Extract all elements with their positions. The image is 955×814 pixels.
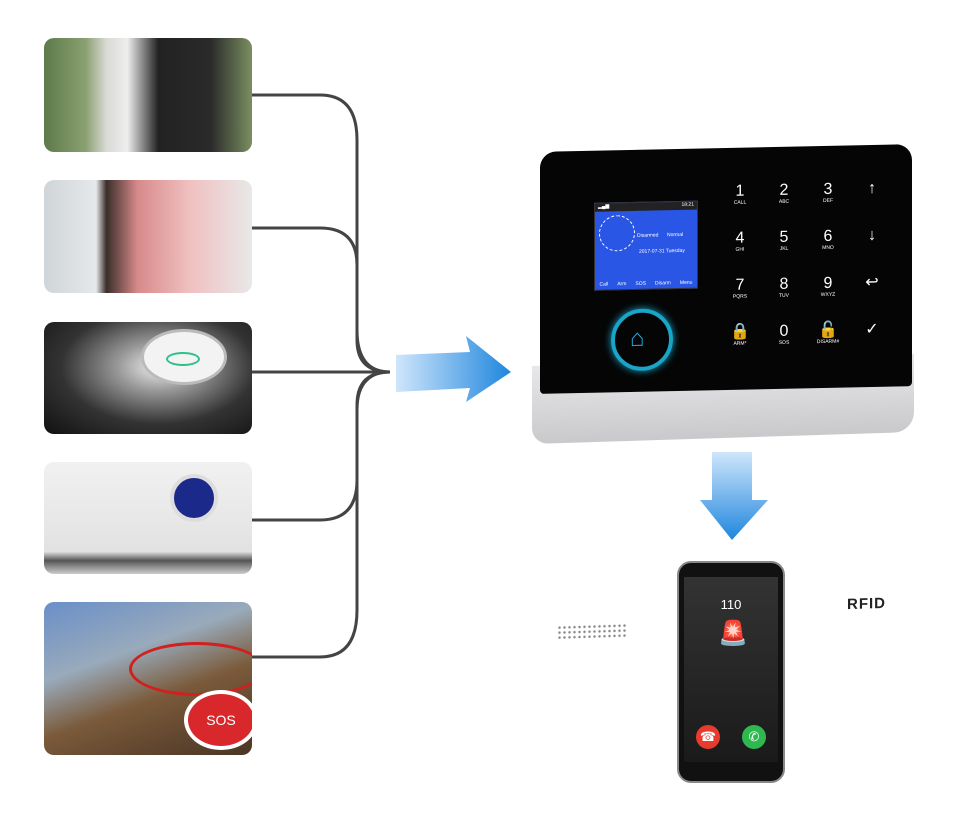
keypad-key[interactable]: ✓ [852, 320, 892, 339]
keypad-key[interactable]: ↑ [852, 179, 892, 198]
smartphone: 110 🚨 ☎ ✆ [677, 561, 785, 783]
key-sub: ABC [778, 198, 790, 205]
connector-line [252, 226, 391, 374]
key-main: 6 [823, 227, 833, 245]
key-sub: DEF [823, 197, 833, 204]
key-main: 3 [823, 180, 833, 198]
key-sub: MNO [822, 244, 834, 251]
photo-sos-fall: SOS [44, 602, 252, 755]
keypad-key[interactable]: 🔒ARM* [720, 323, 760, 347]
key-main: 0 [779, 322, 789, 340]
rfid-logo: RFID [847, 594, 886, 614]
arrow-down-icon [700, 452, 768, 540]
key-main: 4 [735, 229, 745, 247]
connector-line [252, 370, 391, 659]
key-sub: SOS [778, 339, 790, 346]
panel-face: ▂▄▆ 18:21 Disarmed Normal 2017-07-31 Tues… [540, 144, 912, 394]
key-main: 7 [735, 276, 745, 294]
key-main: 1 [735, 182, 745, 200]
photo-smoke-detector [44, 322, 252, 434]
decline-call-button[interactable]: ☎ [696, 725, 720, 749]
key-sub: ARM* [733, 340, 747, 347]
signal-icon: ▂▄▆ [598, 203, 610, 210]
caller-number: 110 [720, 597, 742, 612]
keypad-key[interactable]: 🔓DISARM# [808, 322, 848, 345]
arrow-right-icon [396, 336, 511, 402]
keypad-key[interactable]: ↩ [852, 273, 892, 292]
keypad-key[interactable]: ↓ [852, 226, 892, 245]
speaker-grill [557, 623, 627, 640]
key-sub: CALL [733, 199, 747, 206]
home-button[interactable]: ⌂ [611, 308, 673, 372]
key-main: 8 [779, 275, 789, 293]
key-main: 5 [779, 228, 789, 246]
key-main: 2 [779, 181, 789, 199]
key-main: 9 [823, 274, 833, 292]
alarm-control-panel: RFID ▂▄▆ 18:21 Disarmed Normal 2017-07-31… [532, 144, 914, 640]
siren-icon: 🚨 [718, 620, 748, 647]
photo-door-intruder [44, 38, 252, 152]
analog-clock-icon [599, 214, 635, 252]
key-main: ↓ [868, 226, 876, 245]
menu-disarm[interactable]: Disarm [655, 280, 671, 287]
key-main: 🔓 [818, 321, 838, 340]
menu-menu[interactable]: Menu [679, 279, 693, 286]
key-main: ✓ [865, 320, 879, 339]
home-icon: ⌂ [630, 324, 645, 353]
key-sub: JKL [779, 245, 789, 252]
menu-sos[interactable]: SOS [635, 280, 646, 287]
screen-date: 2017-07-31 Tuesday [639, 247, 685, 255]
phone-screen: 110 🚨 ☎ ✆ [684, 577, 778, 762]
key-sub: DISARM# [816, 338, 840, 346]
menu-arm[interactable]: Arm [617, 281, 627, 288]
key-main: ↩ [865, 273, 879, 292]
connector-line [252, 370, 391, 522]
key-sub: TUV [779, 292, 789, 299]
key-main: 🔒 [730, 323, 750, 341]
photo-gas-detector [44, 462, 252, 574]
status-tile-normal: Normal [667, 231, 684, 239]
key-sub: PQRS [732, 293, 748, 300]
connector-line [252, 93, 391, 374]
sos-button-label: SOS [184, 690, 252, 750]
menu-call[interactable]: Call [599, 281, 609, 288]
key-sub: GHI [735, 246, 745, 253]
clock-time: 18:21 [681, 201, 694, 208]
key-main: ↑ [868, 179, 876, 198]
photo-motion-sensor [44, 180, 252, 293]
lcd-screen: ▂▄▆ 18:21 Disarmed Normal 2017-07-31 Tues… [594, 200, 698, 291]
key-sub: WXYZ [820, 291, 836, 299]
accept-call-button[interactable]: ✆ [742, 725, 766, 749]
status-tile-disarmed: Disarmed [637, 232, 659, 239]
